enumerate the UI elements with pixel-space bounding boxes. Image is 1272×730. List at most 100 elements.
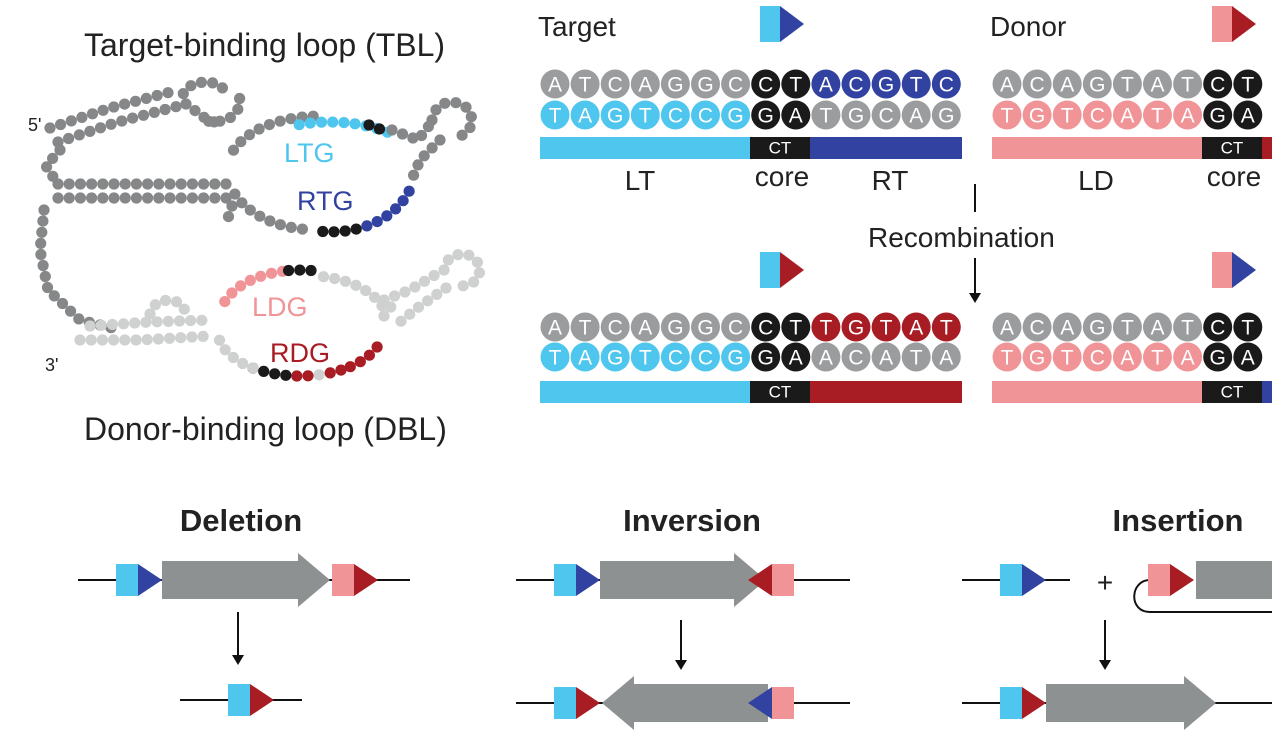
svg-text:C: C	[698, 347, 713, 370]
svg-text:A: A	[789, 347, 803, 370]
svg-text:C: C	[698, 105, 713, 128]
svg-text:G: G	[1210, 105, 1226, 128]
target-title: Target	[538, 11, 616, 42]
gene-arrow-icon	[600, 553, 766, 607]
svg-text:C: C	[608, 74, 623, 97]
svg-text:A: A	[578, 347, 592, 370]
svg-text:G: G	[607, 105, 623, 128]
svg-text:G: G	[1089, 317, 1105, 340]
tbl-title: Target-binding loop (TBL)	[84, 27, 445, 63]
product2-segment-bar: CT	[992, 381, 1272, 403]
svg-text:T: T	[1151, 105, 1164, 128]
product2-site-icon	[1212, 252, 1256, 288]
target-site-icon	[760, 6, 804, 42]
dbl-title: Donor-binding loop (DBL)	[84, 411, 447, 447]
svg-text:C: C	[879, 105, 894, 128]
recombination-label: Recombination	[868, 222, 1055, 253]
svg-text:A: A	[1000, 317, 1014, 340]
svg-text:T: T	[1001, 347, 1014, 370]
svg-text:G: G	[607, 347, 623, 370]
svg-text:G: G	[667, 74, 683, 97]
svg-text:T: T	[639, 105, 652, 128]
svg-text:C: C	[1030, 74, 1045, 97]
svg-text:A: A	[1241, 347, 1255, 370]
svg-text:G: G	[727, 105, 743, 128]
svg-text:G: G	[1029, 105, 1045, 128]
donor-segment-bar: CT	[992, 137, 1272, 159]
svg-text:T: T	[789, 74, 802, 97]
donor-title: Donor	[990, 11, 1066, 42]
donor-site-icon	[1148, 564, 1194, 596]
hybrid-site-icon	[554, 687, 600, 719]
svg-text:A: A	[638, 74, 652, 97]
svg-text:A: A	[1060, 317, 1074, 340]
insertion-title: Insertion	[1113, 503, 1244, 538]
svg-text:T: T	[549, 105, 562, 128]
svg-text:T: T	[1061, 347, 1074, 370]
product1-site-icon	[760, 252, 804, 288]
svg-text:T: T	[1241, 317, 1254, 340]
svg-text:C: C	[1210, 74, 1225, 97]
svg-text:A: A	[1241, 105, 1255, 128]
svg-text:A: A	[819, 74, 833, 97]
donor-gene-icon	[1196, 561, 1272, 599]
insertion-after	[962, 676, 1272, 730]
svg-text:C: C	[848, 347, 863, 370]
svg-text:CT: CT	[769, 383, 792, 402]
target-site-icon	[116, 564, 162, 596]
svg-text:C: C	[848, 74, 863, 97]
rdg-label: RDG	[270, 338, 330, 368]
bridge-rna-loop-diagram: Target-binding loop (TBL) Donor-binding …	[28, 27, 485, 447]
svg-text:C: C	[1030, 317, 1045, 340]
svg-text:A: A	[789, 105, 803, 128]
svg-text:A: A	[1120, 105, 1134, 128]
svg-text:G: G	[1210, 347, 1226, 370]
deletion-before	[78, 553, 410, 607]
svg-text:C: C	[1090, 347, 1105, 370]
svg-text:C: C	[939, 74, 954, 97]
svg-text:A: A	[548, 317, 562, 340]
hybrid-site-icon	[228, 684, 274, 716]
hybrid-site-icon	[1000, 687, 1046, 719]
donor-circle-line	[1133, 579, 1272, 613]
svg-text:T: T	[1121, 317, 1134, 340]
svg-text:T: T	[789, 317, 802, 340]
recombination-outcomes: Deletion Inversion Insertion	[78, 503, 1272, 730]
svg-text:CT: CT	[1221, 383, 1244, 402]
svg-text:T: T	[819, 105, 832, 128]
ldg-label: LDG	[252, 292, 308, 322]
insertion-before: +	[962, 561, 1272, 613]
svg-text:A: A	[1060, 74, 1074, 97]
rna-bead-chain	[35, 76, 485, 382]
segment-label-lt: LT	[625, 165, 656, 196]
svg-text:G: G	[697, 317, 713, 340]
svg-text:G: G	[878, 74, 894, 97]
target-site-icon	[554, 564, 600, 596]
three-prime-label: 3'	[45, 355, 58, 375]
svg-text:G: G	[1029, 347, 1045, 370]
hybrid-site-icon	[748, 687, 794, 719]
gene-arrow-icon	[162, 553, 330, 607]
svg-text:A: A	[879, 347, 893, 370]
donor-site-icon	[748, 564, 794, 596]
svg-text:A: A	[1120, 347, 1134, 370]
svg-text:CT: CT	[769, 139, 792, 158]
svg-text:A: A	[909, 105, 923, 128]
svg-text:C: C	[1210, 317, 1225, 340]
svg-text:A: A	[578, 105, 592, 128]
svg-text:T: T	[1001, 105, 1014, 128]
svg-text:A: A	[1150, 74, 1164, 97]
segment-label-core: core	[755, 161, 809, 192]
target-site-icon	[1000, 564, 1046, 596]
target-segment-bar: CT	[540, 137, 962, 159]
svg-text:T: T	[1241, 74, 1254, 97]
svg-text:T: T	[910, 74, 923, 97]
svg-text:A: A	[638, 317, 652, 340]
svg-text:A: A	[548, 74, 562, 97]
svg-text:G: G	[758, 105, 774, 128]
svg-text:A: A	[1181, 347, 1195, 370]
svg-text:T: T	[819, 317, 832, 340]
